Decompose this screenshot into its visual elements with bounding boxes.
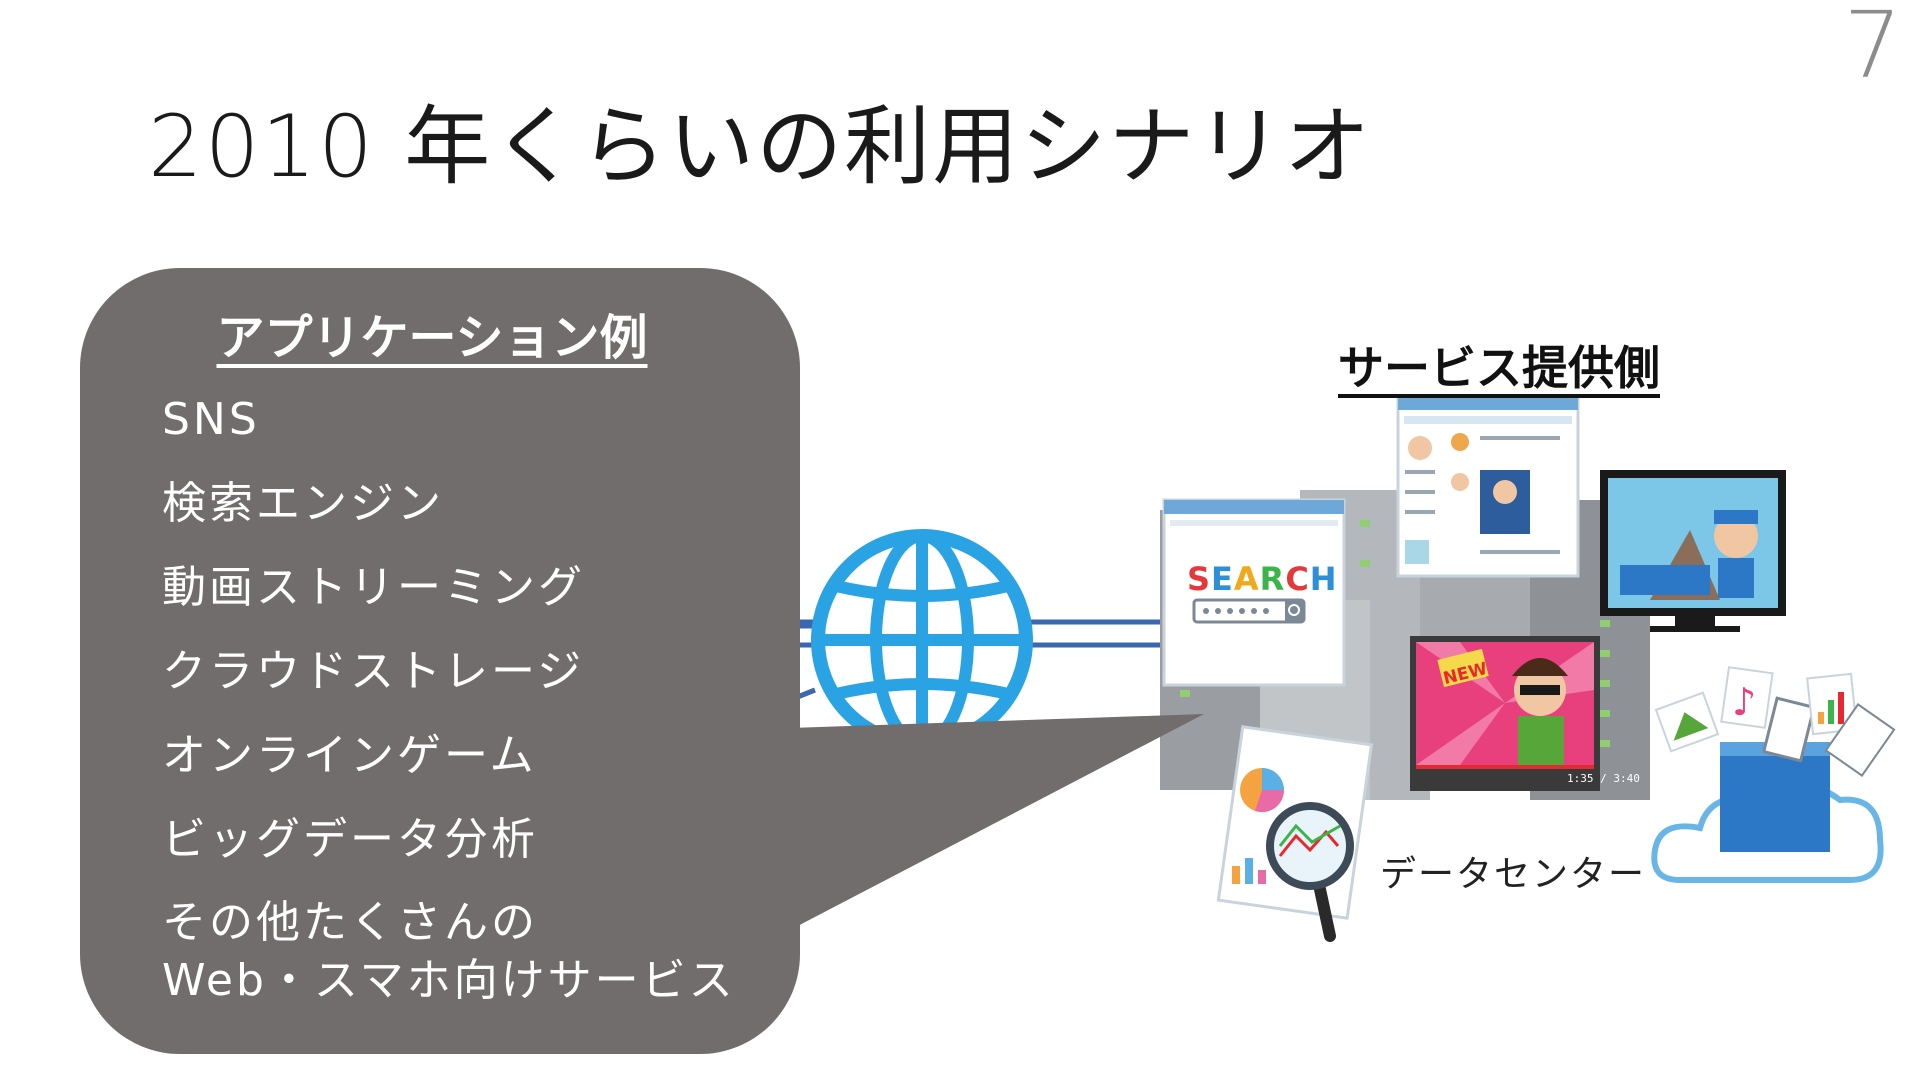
search-letter: C xyxy=(1285,560,1310,598)
application-panel xyxy=(80,268,1204,1054)
list-item: 動画ストリーミング xyxy=(162,562,585,613)
search-logo-text: SEARCH xyxy=(1187,560,1338,598)
globe-icon xyxy=(811,529,1033,751)
cloud-storage-icon xyxy=(1651,742,1884,883)
search-letter: E xyxy=(1211,560,1234,598)
provider-heading: サービス提供側 xyxy=(1338,341,1660,395)
search-letter: R xyxy=(1259,560,1286,598)
applications-heading: アプリケーション例 xyxy=(216,310,648,366)
browser-window-icon xyxy=(1396,394,1580,578)
magnifier-icon xyxy=(1266,802,1354,942)
list-item-multiline: その他たくさんの Web・スマホ向けサービス xyxy=(162,894,736,1014)
search-letter: H xyxy=(1309,560,1338,598)
photo-icon xyxy=(1654,691,1720,753)
application-list: SNS 検索エンジン 動画ストリーミング クラウドストレージ オンラインゲーム … xyxy=(162,390,736,1014)
list-item: SNS xyxy=(162,394,260,445)
search-letter: S xyxy=(1187,560,1212,598)
list-item: オンラインゲーム xyxy=(162,730,537,781)
monitor-icon xyxy=(1600,470,1786,632)
page-number: 7 xyxy=(1843,0,1902,99)
list-item-line-2: Web・スマホ向けサービス xyxy=(162,955,736,1006)
datacenter-label: データセンター xyxy=(1380,854,1647,895)
list-item: 検索エンジン xyxy=(162,478,444,529)
newspaper-icon xyxy=(1824,703,1896,777)
list-item: クラウドストレージ xyxy=(162,646,585,697)
slide-title: 2010 年くらいの利用シナリオ xyxy=(148,97,1373,197)
video-player-icon xyxy=(1410,636,1600,791)
music-note-icon: ♪ xyxy=(1720,666,1774,729)
film-icon xyxy=(1761,696,1816,763)
list-item-line-1: その他たくさんの xyxy=(162,897,538,948)
list-item: ビッグデータ分析 xyxy=(162,814,538,865)
bar-chart-paper-icon xyxy=(1806,672,1858,736)
search-window-icon xyxy=(1162,498,1346,687)
video-time: 1:35 / 3:40 xyxy=(1567,772,1640,785)
svg-text:♪: ♪ xyxy=(1732,680,1756,724)
search-letter: A xyxy=(1233,560,1260,598)
